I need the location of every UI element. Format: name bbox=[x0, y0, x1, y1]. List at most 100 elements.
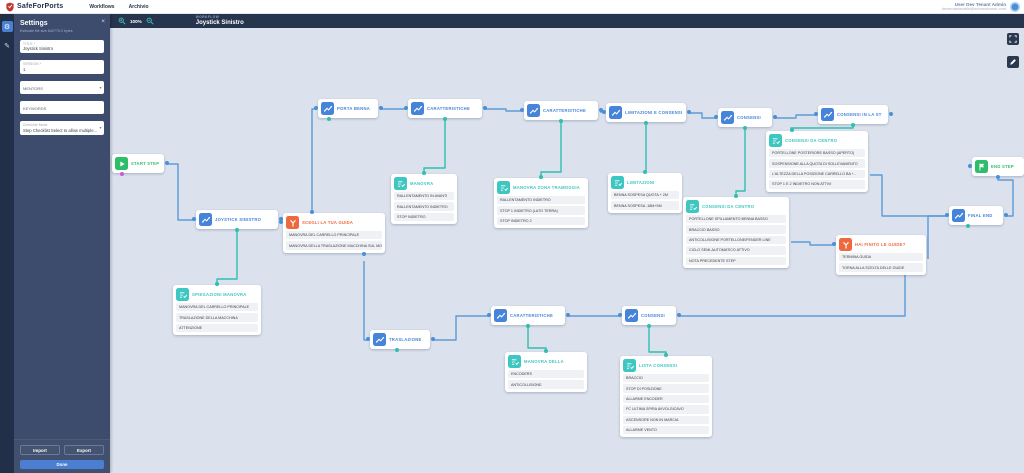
node-checklist-item[interactable]: MANOVRA DEL CARRELLO PRINCIPALE bbox=[176, 303, 258, 312]
workflow-node-consensi-1[interactable]: CONSENSI bbox=[713, 108, 777, 130]
bottom-port-dot[interactable] bbox=[120, 172, 125, 176]
node-checklist-item[interactable]: SOSPENSIONE ALLA QUOTA DI SOLLEVAMENTO bbox=[769, 159, 865, 168]
workflow-node-caratteristiche-1[interactable]: CARATTERISTICHE bbox=[403, 99, 487, 121]
right-port-dot[interactable] bbox=[378, 106, 383, 110]
bottom-port-dot[interactable] bbox=[965, 224, 970, 228]
top-port-dot[interactable] bbox=[789, 128, 794, 132]
top-port-dot[interactable] bbox=[539, 175, 543, 179]
left-port-dot[interactable] bbox=[191, 217, 196, 221]
nav-item-workflows[interactable]: Workflows bbox=[89, 3, 115, 10]
left-port-dot[interactable] bbox=[813, 112, 818, 116]
left-port-dot[interactable] bbox=[967, 164, 972, 168]
left-port-dot[interactable] bbox=[617, 313, 622, 317]
settings-field-version[interactable]: VERSION *1 bbox=[20, 60, 104, 75]
workflow-node-caratteristiche-3[interactable]: CARATTERISTICHE bbox=[486, 306, 570, 328]
right-port-dot[interactable] bbox=[164, 161, 169, 165]
workflow-node-porta-benna[interactable]: PORTA BENNA bbox=[313, 99, 383, 121]
workflow-node-final-end[interactable]: FINAL END bbox=[944, 206, 1008, 228]
close-icon[interactable]: × bbox=[101, 18, 105, 25]
workflow-node-end-step[interactable]: END STEP bbox=[967, 157, 1024, 179]
fit-view-button[interactable] bbox=[1007, 33, 1019, 45]
node-checklist-item[interactable]: STOP INDIETRO 2 bbox=[497, 216, 585, 226]
nav-item-archivio[interactable]: Archivio bbox=[128, 3, 149, 10]
left-port-dot[interactable] bbox=[278, 220, 283, 224]
node-checklist-item[interactable]: STOP INDIETRO bbox=[394, 212, 454, 222]
node-checklist-item[interactable]: ENCODERS bbox=[508, 370, 584, 379]
node-checklist-item[interactable]: ALLARME ENCODER bbox=[623, 394, 709, 404]
right-port-dot[interactable] bbox=[772, 115, 777, 119]
node-checklist-item[interactable]: STOP 1 E 2 INDIETRO NON ATTIVI bbox=[769, 180, 865, 189]
node-checklist-item[interactable]: RALLENTAMENTO IN AVANTI bbox=[394, 192, 454, 201]
top-port-dot[interactable] bbox=[544, 349, 548, 353]
node-checklist-item[interactable]: PORTELLONE SPILLAMENTO BENNA BASSO bbox=[686, 215, 786, 224]
right-port-dot[interactable] bbox=[686, 110, 691, 114]
right-port-dot[interactable] bbox=[888, 112, 893, 116]
bottom-port-dot[interactable] bbox=[743, 126, 747, 130]
settings-field-keywords[interactable]: KEYWORDS bbox=[20, 101, 104, 115]
top-port-dot[interactable] bbox=[664, 353, 668, 357]
workflow-node-start-step[interactable]: START STEP bbox=[112, 154, 169, 176]
node-checklist-item[interactable]: RALLENTAMENTO INDIETRO bbox=[497, 196, 585, 205]
left-port-dot[interactable] bbox=[831, 242, 836, 246]
left-port-dot[interactable] bbox=[403, 106, 408, 110]
workflow-node-consensi-2[interactable]: CONSENSI bbox=[617, 306, 681, 328]
right-port-dot[interactable] bbox=[1003, 213, 1008, 217]
left-port-dot[interactable] bbox=[944, 213, 949, 217]
settings-field-title[interactable]: TITLE *Joystick Sinistro bbox=[20, 39, 104, 54]
zoom-in-button[interactable] bbox=[118, 17, 126, 25]
node-checklist-item[interactable]: BENNA SOSPESA -18M+5M bbox=[611, 201, 679, 210]
node-checklist-item[interactable]: ATTENZIONE bbox=[176, 323, 258, 333]
node-checklist-item[interactable]: PORTELLONE POSTERIORE BASSO (APERTO) bbox=[769, 149, 865, 158]
left-port-dot[interactable] bbox=[365, 337, 370, 341]
edit-pencil-button[interactable]: ✎ bbox=[2, 40, 13, 51]
node-checklist-item[interactable]: STOP DI POSIZIONE bbox=[623, 384, 709, 393]
export-button[interactable]: Export bbox=[64, 445, 104, 455]
right-port-dot[interactable] bbox=[598, 108, 603, 112]
user-avatar[interactable] bbox=[1010, 1, 1020, 12]
node-checklist-item[interactable]: BRACCIO bbox=[623, 374, 709, 383]
top-port-dot[interactable] bbox=[215, 282, 219, 286]
bottom-port-dot[interactable] bbox=[851, 123, 855, 127]
node-checklist-item[interactable]: ANTICOLLISIONE PORTELLONE/FENDER LINE bbox=[686, 235, 786, 245]
workflow-node-limitazioni-e-consensi[interactable]: LIMITAZIONI E CONSENSI bbox=[601, 103, 691, 125]
bottom-port-dot[interactable] bbox=[395, 348, 399, 352]
import-button[interactable]: Import bbox=[20, 445, 60, 455]
right-port-dot[interactable] bbox=[676, 313, 681, 317]
right-port-dot[interactable] bbox=[430, 337, 435, 341]
right-port-dot[interactable] bbox=[278, 217, 283, 221]
node-checklist-item[interactable]: CICLO SEMI-AUTOMATICO ATTIVO bbox=[686, 246, 786, 255]
node-checklist-item[interactable]: BENNA SOSPESA QUOTA + 2M bbox=[611, 191, 679, 200]
brand[interactable]: SafeForPorts bbox=[6, 2, 63, 12]
node-checklist-item[interactable]: RALLENTAMENTO INDIETRO bbox=[394, 202, 454, 211]
bottom-port-dot[interactable] bbox=[235, 228, 239, 232]
top-port-dot[interactable] bbox=[734, 194, 738, 198]
top-port-dot[interactable] bbox=[643, 170, 647, 174]
left-port-dot[interactable] bbox=[601, 110, 606, 114]
bottom-port-dot[interactable] bbox=[526, 324, 530, 328]
node-checklist-item[interactable]: TORNA ALLA SCELTA DELLE GUIDE bbox=[839, 263, 923, 272]
bottom-port-dot[interactable] bbox=[647, 324, 651, 328]
right-port-dot[interactable] bbox=[482, 106, 487, 110]
draw-tool-button[interactable] bbox=[1007, 56, 1019, 68]
bottom-port-dot[interactable] bbox=[443, 117, 447, 121]
left-port-dot[interactable] bbox=[486, 313, 491, 317]
node-checklist-item[interactable]: L'ALTEZZA DELLA POSIZIONE CARRELLO BA *.… bbox=[769, 169, 865, 179]
node-checklist-item[interactable]: TERMINA GUIDA bbox=[839, 253, 923, 262]
node-checklist-item[interactable]: BRACCIO BASSO bbox=[686, 225, 786, 234]
node-checklist-item[interactable]: MANOVRA DELLA TRASLAZIONE MACCHINA SUL M… bbox=[286, 241, 382, 250]
left-port-dot[interactable] bbox=[313, 106, 318, 110]
left-port-dot[interactable] bbox=[519, 108, 524, 112]
done-button[interactable]: Done bbox=[20, 460, 104, 469]
workflow-node-joystick-sinistro[interactable]: JOYSTICK SINISTRO bbox=[191, 210, 283, 232]
workflow-node-traslazione[interactable]: TRASLAZIONE bbox=[365, 330, 435, 352]
